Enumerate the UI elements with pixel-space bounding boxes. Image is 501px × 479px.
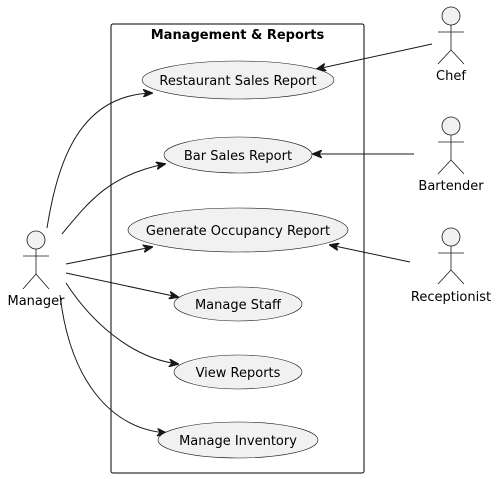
edge-chef-restaurant-sales [317,43,433,69]
use-case-label: View Reports [196,366,281,381]
edge-receptionist-generate-occupancy [330,245,411,263]
actor-manager: Manager [8,230,66,309]
stick-figure-icon [437,227,465,285]
edge-manager-restaurant-sales [46,93,152,229]
associations [46,43,433,433]
use-case-label: Manage Inventory [179,434,297,449]
use-case-bar-sales-report: Bar Sales Report [163,136,313,174]
package-management-reports: Management & Reports [110,23,365,474]
edge-manager-manage-inventory [59,294,166,433]
actor-receptionist: Receptionist [411,227,491,305]
use-case-manage-inventory: Manage Inventory [157,421,319,459]
use-case-ellipse [173,286,303,322]
actor-label: Bartender [418,179,484,194]
actor-chef: Chef [436,6,466,84]
use-case-generate-occupancy-report: Generate Occupancy Report [127,207,349,253]
use-case-ellipse [163,136,313,174]
edge-manager-manage-staff [65,272,178,297]
actor-label: Receptionist [411,290,491,305]
use-case-label: Bar Sales Report [184,149,292,164]
use-case-ellipse [173,354,303,390]
package-frame [110,23,365,474]
use-case-label: Generate Occupancy Report [146,224,330,239]
edge-manager-generate-occupancy [65,247,152,265]
use-case-view-reports: View Reports [173,354,303,390]
use-case-label: Restaurant Sales Report [159,74,316,89]
use-case-ellipse [127,207,349,253]
edge-manager-view-reports [65,282,178,364]
stick-figure-icon [22,230,50,290]
stick-figure-icon [437,6,465,65]
actor-label: Manager [8,294,66,309]
use-case-label: Manage Staff [195,298,282,313]
package-title: Management & Reports [151,28,325,43]
actor-bartender: Bartender [418,116,484,194]
stick-figure-icon [437,116,465,175]
use-case-restaurant-sales-report: Restaurant Sales Report [141,60,335,100]
use-case-ellipse [141,60,335,100]
use-case-ellipse [157,421,319,459]
actor-label: Chef [436,69,466,84]
use-case-manage-staff: Manage Staff [173,286,303,322]
edge-manager-bar-sales [61,164,165,235]
